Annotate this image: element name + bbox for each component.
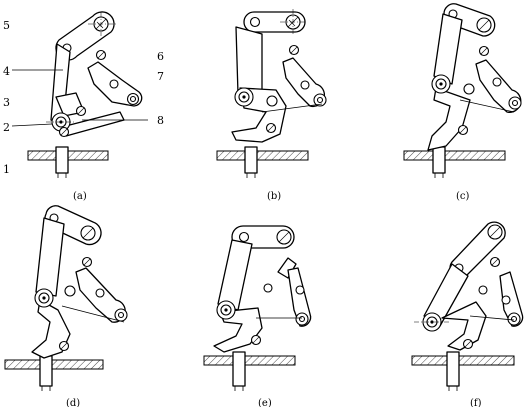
label-4: 4 — [3, 65, 10, 78]
caption-c: (c) — [456, 191, 470, 202]
caption-e: (e) — [258, 398, 272, 407]
base-plate — [411, 355, 515, 366]
shaft — [446, 351, 460, 387]
shaft — [432, 146, 446, 174]
panel-a: 5 4 3 2 1 6 7 8 (a) — [3, 11, 164, 202]
lever — [433, 13, 463, 85]
label-2: 2 — [3, 121, 10, 134]
latch — [427, 87, 471, 151]
spring-arm — [287, 267, 312, 327]
label-1: 1 — [3, 163, 10, 176]
latch — [441, 301, 487, 351]
caption-a: (a) — [73, 191, 87, 202]
panel-e: (e) — [203, 225, 312, 407]
pawl — [277, 257, 297, 279]
shaft — [55, 146, 69, 174]
panel-d: (d) — [4, 205, 128, 407]
lever — [235, 26, 263, 97]
base-plate — [203, 355, 296, 366]
label-3: 3 — [3, 96, 10, 109]
panel-c: (c) — [403, 3, 522, 202]
shaft — [232, 351, 246, 387]
shaft — [244, 146, 258, 174]
panel-f: (f) — [411, 221, 524, 407]
base-plate — [4, 359, 104, 370]
caption-d: (d) — [66, 398, 80, 407]
caption-f: (f) — [470, 398, 482, 407]
panel-b: (b) — [216, 9, 327, 202]
base-plate — [403, 150, 506, 161]
label-7: 7 — [157, 70, 164, 83]
label-6: 6 — [157, 50, 164, 63]
label-5: 5 — [3, 19, 10, 32]
lever — [217, 239, 253, 311]
spring-arm — [499, 271, 524, 327]
label-8: 8 — [157, 114, 164, 127]
base-plate — [216, 150, 309, 161]
shaft — [39, 355, 53, 387]
caption-b: (b) — [267, 191, 281, 202]
lever — [35, 217, 65, 297]
